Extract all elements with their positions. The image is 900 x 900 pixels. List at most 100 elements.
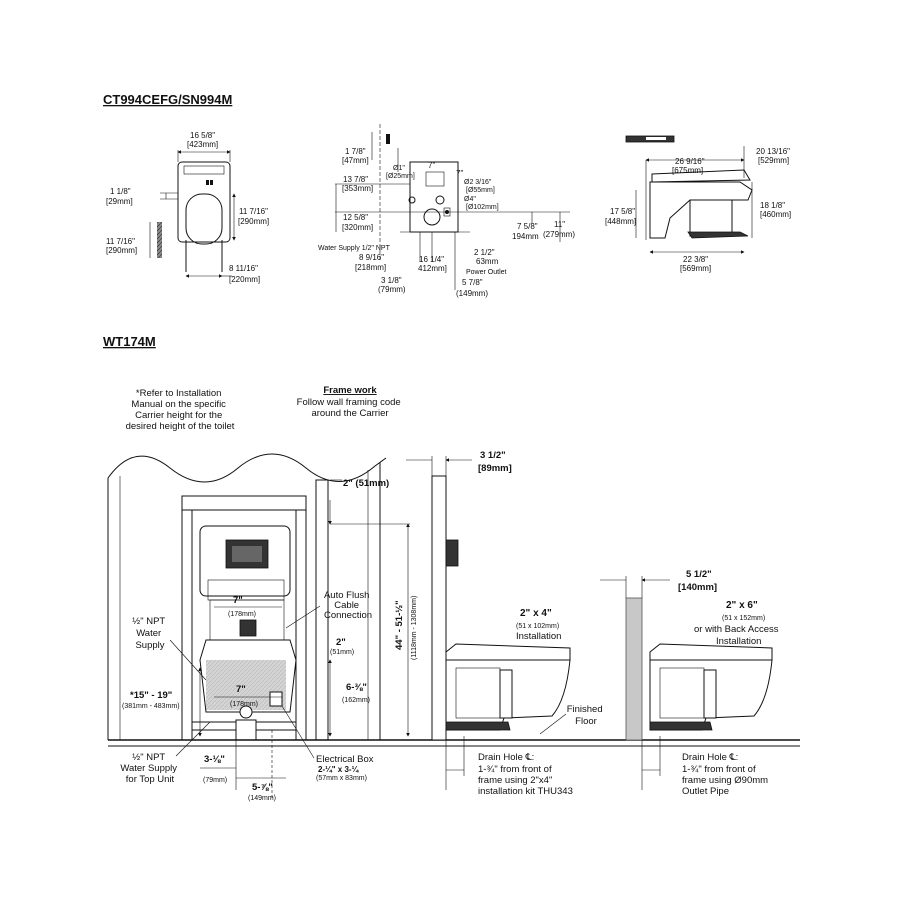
install2-mm: (51 x 152mm) [722, 615, 765, 622]
dim-3-mm: (79mm) [203, 777, 227, 784]
detail-seven2: 7" [456, 169, 463, 178]
front-d1-mm: [29mm] [106, 197, 133, 206]
detail-f: 3 1/8" [381, 276, 402, 285]
detail-h-mm: 63mm [476, 257, 499, 266]
front-d1: 1 1/8" [110, 187, 131, 196]
label-finished-floor: Finished Floor [567, 704, 606, 727]
note-framework: Follow wall framing code around the Carr… [297, 397, 404, 419]
dim-6-mm: (162mm) [342, 697, 370, 704]
detail-seven1: 7" [428, 161, 435, 170]
wall2-size: 5 1/2" [686, 569, 712, 580]
dim-44-mm: (1118mm - 1308mm) [411, 596, 418, 660]
detail-i: 7 5/8" [517, 222, 538, 231]
detail-h: 2 1/2" [474, 248, 495, 257]
side-a-mm: [675mm] [672, 166, 703, 175]
wall1-mm: [89mm] [478, 463, 512, 474]
side-d-mm: [460mm] [760, 210, 791, 219]
front-width: 16 5/8" [190, 131, 215, 140]
bottom-title: WT174M [103, 334, 156, 349]
drain1-text: 1-¾" from front of frame using 2"x4" ins… [478, 764, 573, 797]
label-auto-flush: Auto Flush Cable Connection [324, 590, 372, 621]
side-e: 22 3/8" [683, 255, 708, 264]
drain1-title: Drain Hole ℄: [478, 752, 534, 763]
detail-e-mm: 412mm] [418, 264, 447, 273]
detail-phi1: Ø1" [393, 165, 405, 172]
drain2-title: Drain Hole ℄: [682, 752, 738, 763]
install2-label: Installation [716, 636, 761, 647]
detail-e: 16 1/4" [419, 255, 444, 264]
front-d4-mm: [220mm] [229, 275, 260, 284]
detail-g-mm: (149mm) [456, 289, 488, 298]
front-d3-mm: [290mm] [106, 246, 137, 255]
note-framework-title: Frame work [323, 385, 377, 396]
detail-phi2-mm: [Ø55mm] [466, 187, 495, 194]
detail-power: Power Outlet [466, 269, 507, 276]
dim-7-top-mm: (178mm) [228, 611, 256, 618]
dim-7-low-mm: (178mm) [230, 701, 258, 708]
label-npt-top: ½" NPT Water Supply for Top Unit [120, 752, 179, 785]
detail-phi2: Ø2 3/16" [464, 179, 492, 186]
label-elec-size: 2-¼" x 3-¼ [318, 765, 360, 774]
label-elec-size-mm: (57mm x 83mm) [316, 775, 367, 782]
wall1-size: 3 1/2" [480, 450, 506, 461]
toilet-2x6: 5 1/2" [140mm] 2" x 6" (51 x 152mm) or w… [600, 569, 779, 797]
side-d: 18 1/8" [760, 201, 785, 210]
side-b: 20 13/16" [756, 147, 790, 156]
side-c: 17 5/8" [610, 207, 635, 216]
side-view: 26 9/16" [675mm] 20 13/16" [529mm] 17 5/… [605, 135, 791, 273]
detail-b: 13 7/8" [343, 175, 368, 184]
install2-size: 2" x 6" [726, 600, 758, 611]
note-installation: *Refer to Installation Manual on the spe… [126, 388, 235, 432]
dim-44: 44" - 51-½" [394, 600, 405, 650]
dim-2in-top: 2" (51mm) [343, 478, 389, 489]
install1-mm: (51 x 102mm) [516, 623, 559, 630]
dim-5: 5-⅞" [252, 782, 273, 793]
front-view: 16 5/8" [423mm] 1 1/8" [29mm] 11 7/16" [… [106, 131, 269, 284]
side-b-mm: [529mm] [758, 156, 789, 165]
detail-j: 11" [554, 220, 565, 229]
install1-size: 2" x 4" [520, 608, 552, 619]
dim-6: 6-⅜" [346, 682, 367, 693]
label-npt-water: ½" NPT Water Supply [132, 616, 167, 651]
front-d2: 11 7/16" [239, 207, 268, 216]
dim-7-low: 7" [236, 684, 246, 695]
detail-g: 5 7/8" [462, 278, 483, 287]
dim-2-mid: 2" [336, 637, 346, 648]
wall2-mm: [140mm] [678, 582, 717, 593]
dim-15-mm: (381mm - 483mm) [122, 703, 180, 710]
detail-phi3: Ø4" [464, 196, 476, 203]
side-a: 26 9/16" [675, 157, 705, 166]
detail-phi3-mm: [Ø102mm] [466, 204, 499, 211]
label-elec-box: Electrical Box [316, 754, 374, 765]
dim-15: *15" - 19" [130, 690, 172, 701]
detail-i-mm: 194mm [512, 232, 539, 241]
side-c-mm: [448mm] [605, 217, 636, 226]
toilet-2x4: 3 1/2" [89mm] 2" x 4" (51 x 102mm) Insta… [406, 450, 606, 797]
dim-5-mm: (149mm) [248, 795, 276, 802]
front-width-mm: [423mm] [187, 140, 218, 149]
detail-j-mm: (279mm) [543, 230, 575, 239]
detail-a: 1 7/8" [345, 147, 366, 156]
top-title: CT994CEFG/SN994M [103, 92, 232, 107]
detail-d: 8 9/16" [359, 253, 384, 262]
detail-c-mm: [320mm] [342, 223, 373, 232]
detail-phi1-mm: [Ø25mm] [386, 173, 415, 180]
detail-view: 1 7/8" [47mm] 13 7/8" [353mm] 12 5/8" [3… [318, 124, 575, 298]
front-d3: 11 7/16" [106, 237, 135, 246]
detail-c: 12 5/8" [343, 213, 368, 222]
dim-7-top: 7" [233, 595, 243, 606]
dim-2-mid-mm: (51mm) [330, 649, 354, 656]
drain2-text: 1-¾" from front of frame using Ø90mm Out… [682, 764, 771, 797]
detail-f-mm: (79mm) [378, 285, 406, 294]
front-d2-mm: [290mm] [238, 217, 269, 226]
carrier-frame [107, 453, 800, 747]
install1-label: Installation [516, 631, 561, 642]
detail-a-mm: [47mm] [342, 156, 369, 165]
side-e-mm: [569mm] [680, 264, 711, 273]
detail-d-mm: [218mm] [355, 263, 386, 272]
front-d4: 8 11/16" [229, 264, 258, 273]
detail-b-mm: [353mm] [342, 184, 373, 193]
dim-3: 3-⅛" [204, 754, 225, 765]
install2-alt: or with Back Access [694, 624, 779, 635]
